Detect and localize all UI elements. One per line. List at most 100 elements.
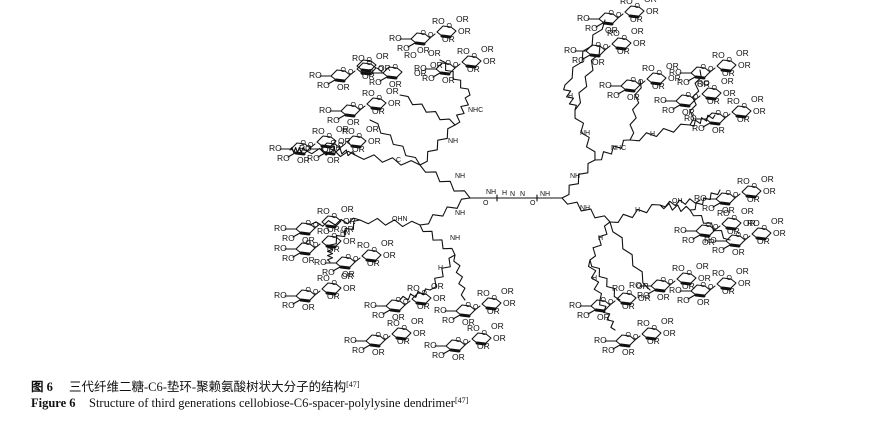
cellobiose-unit-17-or-d: OR bbox=[722, 68, 735, 78]
cellobiose-unit-25-glycosidic-bond bbox=[609, 300, 616, 306]
cellobiose-unit-18-glc1-ring-oxygen: O bbox=[686, 92, 692, 99]
cellobiose-unit-8-ro-a: RO bbox=[314, 257, 327, 267]
cellobiose-unit-27-ro-a: RO bbox=[274, 243, 287, 253]
cellobiose-unit-10-ro-bond-b bbox=[382, 309, 391, 315]
cellobiose-unit-15-glycosidic-o: O bbox=[603, 44, 609, 51]
cellobiose-unit-11-glc1-ring-oxygen: O bbox=[376, 332, 382, 339]
cellobiose-unit-2-glc2-bold-edge bbox=[360, 68, 372, 73]
cellobiose-unit-22-or-d: OR bbox=[757, 236, 770, 246]
cellobiose-unit-25-glc1-bold-edge bbox=[594, 308, 606, 313]
cellobiose-unit-0-glc2-ring-oxygen: O bbox=[447, 23, 453, 30]
cellobiose-unit-5-or-d: OR bbox=[322, 144, 335, 154]
cellobiose-unit-22-glc2-ring-oxygen: O bbox=[762, 225, 768, 232]
cellobiose-unit-7-glycosidic-bond bbox=[314, 223, 321, 229]
cellobiose-unit-9-glc2-ring-oxygen: O bbox=[332, 280, 338, 287]
cellobiose-unit-22-or-c: OR bbox=[773, 228, 786, 238]
cellobiose-unit-6-or-c: OR bbox=[368, 136, 381, 146]
cellobiose-unit-27-or-d: OR bbox=[327, 244, 340, 254]
cellobiose-unit-4-glc2-ring-oxygen: O bbox=[377, 95, 383, 102]
cellobiose-unit-11-or-d: OR bbox=[397, 336, 410, 346]
cellobiose-unit-12-glc1-ring-oxygen: O bbox=[466, 302, 472, 309]
cellobiose-unit-2-glc1-bold-edge bbox=[386, 75, 398, 80]
cellobiose-unit-11-or-b: OR bbox=[411, 316, 424, 326]
cellobiose-unit-8-glc2-bold-edge bbox=[365, 258, 377, 263]
cellobiose-unit-0-glc1-bold-edge bbox=[414, 41, 426, 46]
cellobiose-unit-4-ro-bond-b bbox=[337, 114, 346, 120]
cellobiose-unit-10-glc2-bold-edge bbox=[415, 301, 427, 306]
cellobiose-unit-13-glc1-bold-edge bbox=[449, 348, 461, 353]
cellobiose-unit-19-ro-c: RO bbox=[727, 96, 740, 106]
cellobiose-unit-6-or-a: OR bbox=[327, 155, 340, 165]
cellobiose-unit-8-or-c: OR bbox=[383, 250, 396, 260]
cellobiose-unit-2-ro-a: RO bbox=[361, 67, 374, 77]
amide-label-12: NH bbox=[580, 130, 590, 137]
lysine-chain-9 bbox=[329, 219, 361, 246]
cellobiose-unit-25-glc1-ring-oxygen: O bbox=[601, 297, 607, 304]
c6-spacer-7 bbox=[399, 288, 431, 301]
cellobiose-unit-2-glycosidic-bond bbox=[376, 67, 383, 73]
amide-label-8: H bbox=[438, 265, 443, 272]
cellobiose-unit-21-or-a: OR bbox=[702, 237, 715, 247]
cellobiose-unit-27-glc2-bold-edge bbox=[325, 244, 337, 249]
cellobiose-unit-5-or-a: OR bbox=[297, 155, 310, 165]
cellobiose-unit-11-glc1-bold-edge bbox=[369, 343, 381, 348]
cellobiose-unit-18-glc1-bold-edge bbox=[679, 103, 691, 108]
cellobiose-unit-7-glc2-ring-oxygen: O bbox=[332, 213, 338, 220]
cellobiose-unit-8-glc2-ring-oxygen: O bbox=[372, 247, 378, 254]
cellobiose-unit-5-ro-c: RO bbox=[312, 126, 325, 136]
cellobiose-unit-5-ro-b: RO bbox=[277, 153, 290, 163]
cellobiose-unit-11-glc2-bold-edge bbox=[395, 336, 407, 341]
cellobiose-unit-14-or-d: OR bbox=[630, 14, 643, 24]
cellobiose-unit-21-glycosidic-bond bbox=[714, 225, 721, 231]
cellobiose-unit-16-ro-c: RO bbox=[642, 63, 655, 73]
core-h-a: H bbox=[502, 190, 507, 197]
cellobiose-unit-23-or-b: OR bbox=[696, 261, 709, 271]
cellobiose-unit-26-glycosidic-bond bbox=[634, 335, 641, 341]
cellobiose-unit-19-ro-b: RO bbox=[692, 123, 705, 133]
cellobiose-unit-22-glycosidic-bond bbox=[744, 235, 751, 241]
cellobiose-unit-2-or-a: OR bbox=[389, 79, 402, 89]
cellobiose-unit-24-glc1-ring-oxygen: O bbox=[701, 282, 707, 289]
cellobiose-unit-27-ro-c: RO bbox=[317, 226, 330, 236]
cellobiose-unit-13-ro-b: RO bbox=[432, 350, 445, 360]
c6-spacer-18 bbox=[599, 299, 616, 331]
cellobiose-unit-8-glycosidic-bond bbox=[354, 257, 361, 263]
cellobiose-unit-2-or-d: OR bbox=[414, 68, 427, 78]
cellobiose-unit-13-ro-c: RO bbox=[467, 323, 480, 333]
c6-spacer-15 bbox=[689, 209, 731, 241]
cellobiose-unit-3-ro-bond-b bbox=[327, 79, 336, 85]
core-n-a: N bbox=[510, 191, 515, 198]
cellobiose-unit-12-or-c: OR bbox=[503, 298, 516, 308]
cellobiose-unit-0-ro-c: RO bbox=[432, 16, 445, 26]
cellobiose-unit-10-ro-b: RO bbox=[372, 310, 385, 320]
amide-label-19: OH bbox=[672, 198, 683, 205]
c6-spacer-17 bbox=[589, 259, 621, 301]
cellobiose-unit-8-or-d: OR bbox=[367, 258, 380, 268]
cellobiose-unit-27-or-b: OR bbox=[341, 224, 354, 234]
cellobiose-unit-21-glc2-ring-oxygen: O bbox=[732, 215, 738, 222]
lysine-chain-18 bbox=[587, 259, 603, 301]
amide-label-4: OH bbox=[330, 145, 341, 152]
cellobiose-unit-16-glc2-ring-oxygen: O bbox=[657, 70, 663, 77]
cellobiose-unit-9-or-c: OR bbox=[343, 283, 356, 293]
cellobiose-unit-14-glycosidic-o: O bbox=[616, 12, 622, 19]
cellobiose-unit-21-ro-bond-b bbox=[692, 234, 701, 240]
cellobiose-unit-10-glc1-bold-edge bbox=[389, 308, 401, 313]
cellobiose-unit-4-glycosidic-o: O bbox=[358, 104, 364, 111]
cellobiose-unit-1-glc1-bold-edge bbox=[439, 71, 451, 76]
cellobiose-unit-7-or-d: OR bbox=[327, 224, 340, 234]
cellobiose-unit-20-glc2-ring-oxygen: O bbox=[752, 183, 758, 190]
cellobiose-unit-15-or-a: OR bbox=[592, 57, 605, 67]
cellobiose-unit-23-glycosidic-o: O bbox=[668, 279, 674, 286]
lysine-chain-13 bbox=[563, 84, 577, 111]
cellobiose-unit-7-or-b: OR bbox=[341, 204, 354, 214]
amide-label-15: NH bbox=[580, 205, 590, 212]
cellobiose-unit-25-or-d: OR bbox=[622, 301, 635, 311]
cellobiose-unit-15-glc1-bold-edge bbox=[589, 53, 601, 58]
cellobiose-unit-23-ro-a: RO bbox=[629, 280, 642, 290]
cellobiose-unit-18-glycosidic-o: O bbox=[693, 94, 699, 101]
cellobiose-unit-26-glc2-bold-edge bbox=[645, 336, 657, 341]
cellobiose-unit-7-ro-b: RO bbox=[282, 233, 295, 243]
